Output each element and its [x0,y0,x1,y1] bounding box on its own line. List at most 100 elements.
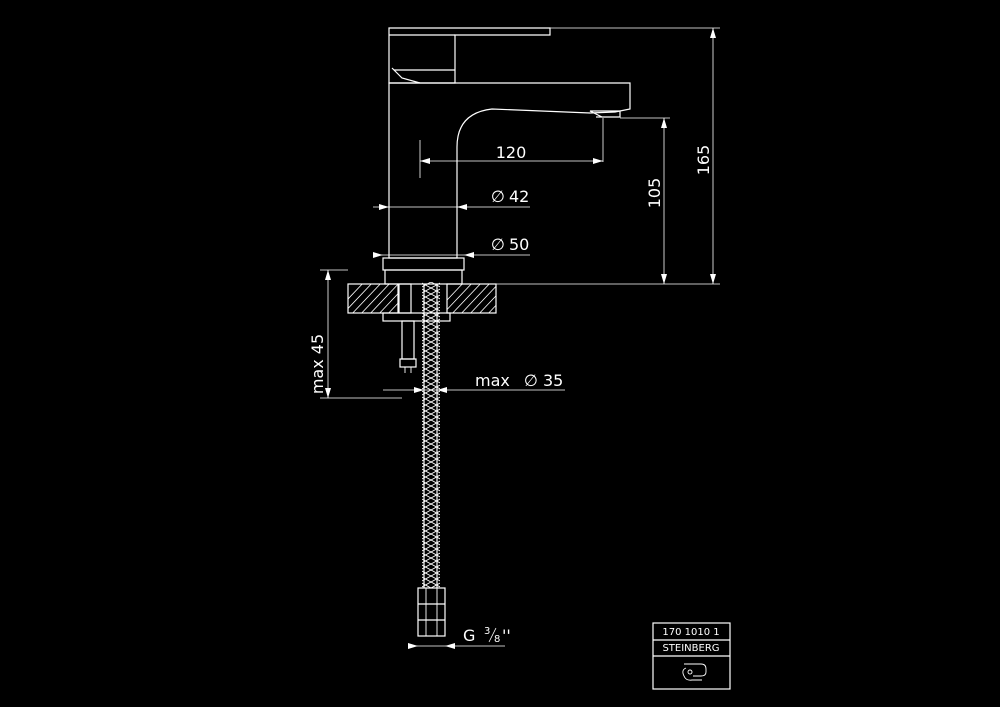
hatch-line [352,284,381,313]
hatch-line [422,414,440,426]
hatch-line [461,284,490,313]
aerator [589,110,621,118]
dim-spout-height: 105 [645,178,664,209]
dim-thread-prefix: G [463,626,475,645]
hatch-line [422,522,440,534]
hatch-line [422,336,440,348]
hatch-line [422,366,440,378]
hatch-line [422,570,440,582]
hatch-line [422,438,440,450]
hatch-line [422,462,440,474]
dimension-lines [320,27,720,647]
hatch-line [422,546,440,558]
hatch-line [422,288,440,300]
hatch-line [422,408,440,420]
dim-total-height: 165 [694,145,713,176]
hatch-line [493,280,529,318]
dimension-arrows [325,28,716,649]
hatch-line [420,588,442,600]
hatch-line [422,318,440,330]
spout [388,82,631,259]
hatch-line [348,284,363,300]
hatch-line [422,558,440,570]
hatch-line [422,282,432,288]
hatch-line [430,282,440,288]
hatch-line [422,354,440,366]
hatch-line [422,324,440,336]
hatch-line [422,420,440,432]
hatch-line [422,348,440,360]
hatch-line [422,456,440,468]
dim-spout-reach: 120 [496,143,527,162]
hatch-line [422,390,440,402]
hatch-line [422,342,440,354]
hatch-line [447,284,472,311]
hatch-line [488,304,496,313]
hatch-line [379,293,398,313]
hatch-line [422,300,440,312]
hatch-line [422,402,440,414]
hatch-line [422,510,440,522]
hatch-line [422,372,440,384]
faucet-outline [382,27,631,285]
hatch-line [422,534,440,546]
hatch-line [422,486,440,498]
hatch-line [452,284,481,313]
title-block: 170 1010 1 STEINBERG [652,622,731,690]
hatch-line [422,564,440,576]
hatch-line [388,302,398,313]
dim-body-diameter: 42 [509,187,529,206]
hatch-line [422,396,440,408]
hatch-line [422,516,440,528]
brand-logo-icon [682,663,707,681]
hatch-line [422,426,440,438]
base-ring [382,257,465,271]
hatch-line [422,312,440,324]
dim-thread-den: 8 [494,634,500,645]
hatch-line [422,474,440,486]
hatch-line [422,378,440,390]
hatch-line [422,552,440,564]
dim-thread-suffix: '' [502,626,511,645]
hatch-line [502,280,538,318]
dim-base-diameter: 50 [509,235,529,254]
hatch-line [422,528,440,540]
hatch-line [422,360,440,372]
hatch-line [422,330,440,342]
hatch-line [422,306,440,318]
hatch-line [422,582,432,588]
hatch-line [422,492,440,504]
hatch-line [422,540,440,552]
hatch-line [470,285,496,313]
hatch-line [420,588,442,600]
dim-body-diameter-symbol: ∅ [491,187,505,206]
countertop-section [347,280,538,318]
hatch-line [422,480,440,492]
hatch-line [370,284,398,313]
hatch-line [479,295,496,313]
lever-handle [388,27,551,84]
hatch-line [430,582,440,588]
dim-max-mount-thickness: max 45 [308,334,327,394]
hatch-line [361,284,390,313]
hatch-line [422,498,440,510]
hatch-line [422,450,440,462]
hose-nut [417,587,446,637]
braided-hose [417,282,446,637]
dim-max-hole-prefix: max [475,371,510,390]
hatch-line [422,282,440,294]
hatch-line [422,576,440,588]
hatch-line [422,504,440,516]
hatch-line [422,294,440,306]
mounting-assembly [382,283,451,373]
article-number: 170 1010 1 [662,627,719,638]
dim-max-hole-diameter: 35 [543,371,563,390]
hatch-line [422,468,440,480]
brand-name: STEINBERG [662,643,719,654]
dim-base-diameter-symbol: ∅ [491,235,505,254]
dim-thread-num: 3 [484,626,490,637]
hatch-line [348,284,372,310]
dim-max-hole-symbol: ∅ [524,371,538,390]
hatch-line [422,432,440,444]
